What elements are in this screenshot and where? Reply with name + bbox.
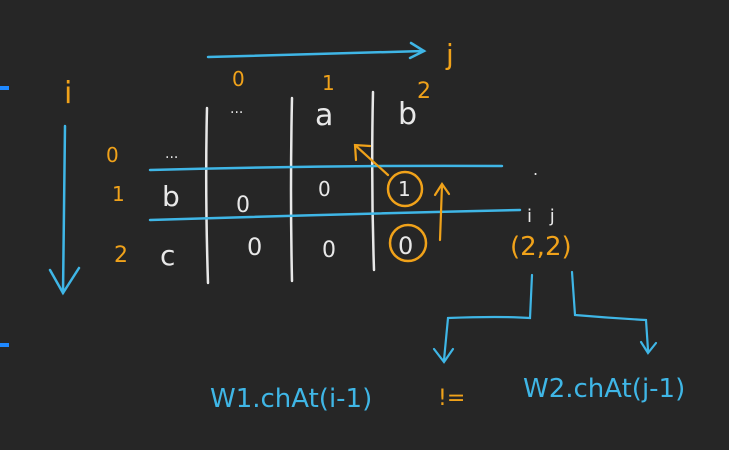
grid-end-dot: . [533,160,538,179]
j-axis-label: j [445,38,454,71]
arrow-up-from-cell [438,183,444,242]
left-edge-marker-top [0,86,9,90]
highlight-circle-r2-c3 [388,223,428,263]
col-index-1: 1 [322,71,335,95]
row-index-0: 0 [106,143,119,167]
dependency-arrows [353,143,451,242]
col-char-2: b [398,97,417,132]
row-char-2: c [160,239,175,272]
grid-line-col-2 [289,96,294,283]
branch-connectors [432,270,658,364]
grid-line-row-1 [148,164,504,172]
row-index-1: 1 [112,182,125,206]
cell-r1-c1: 0 [236,193,250,218]
j-axis-arrow [206,41,427,60]
row-char-0: ... [165,146,178,162]
cell-r1-c3: 1 [398,177,411,201]
row-index-2: 2 [114,243,128,268]
grid-line-col-3 [370,90,376,272]
coordinate-axis-labels: i j [527,206,561,227]
col-index-0: 0 [232,67,245,91]
formula-right: W2.chAt(j-1) [523,374,685,404]
col-char-0: ... [230,101,243,117]
cell-r2-c1: 0 [247,233,262,261]
formula-operator: != [438,386,465,411]
cell-r2-c3: 0 [398,232,413,260]
grid-line-row-2 [148,208,522,222]
coordinate-value: (2,2) [510,232,572,262]
left-edge-marker-bottom [0,343,9,347]
col-index-2: 2 [417,79,431,104]
row-char-1: b [162,180,180,213]
cell-r1-c2: 0 [318,177,331,201]
grid-line-col-1 [204,106,210,285]
highlight-circle-r1-c3 [386,170,424,208]
table-grid [148,90,522,285]
col-char-1: a [315,98,333,133]
cell-r2-c2: 0 [322,238,336,263]
i-axis-arrow [48,124,81,296]
i-axis-label: i [64,76,72,111]
arrow-diagonal-to-a [354,144,390,177]
formula-left: W1.chAt(i-1) [210,384,372,414]
